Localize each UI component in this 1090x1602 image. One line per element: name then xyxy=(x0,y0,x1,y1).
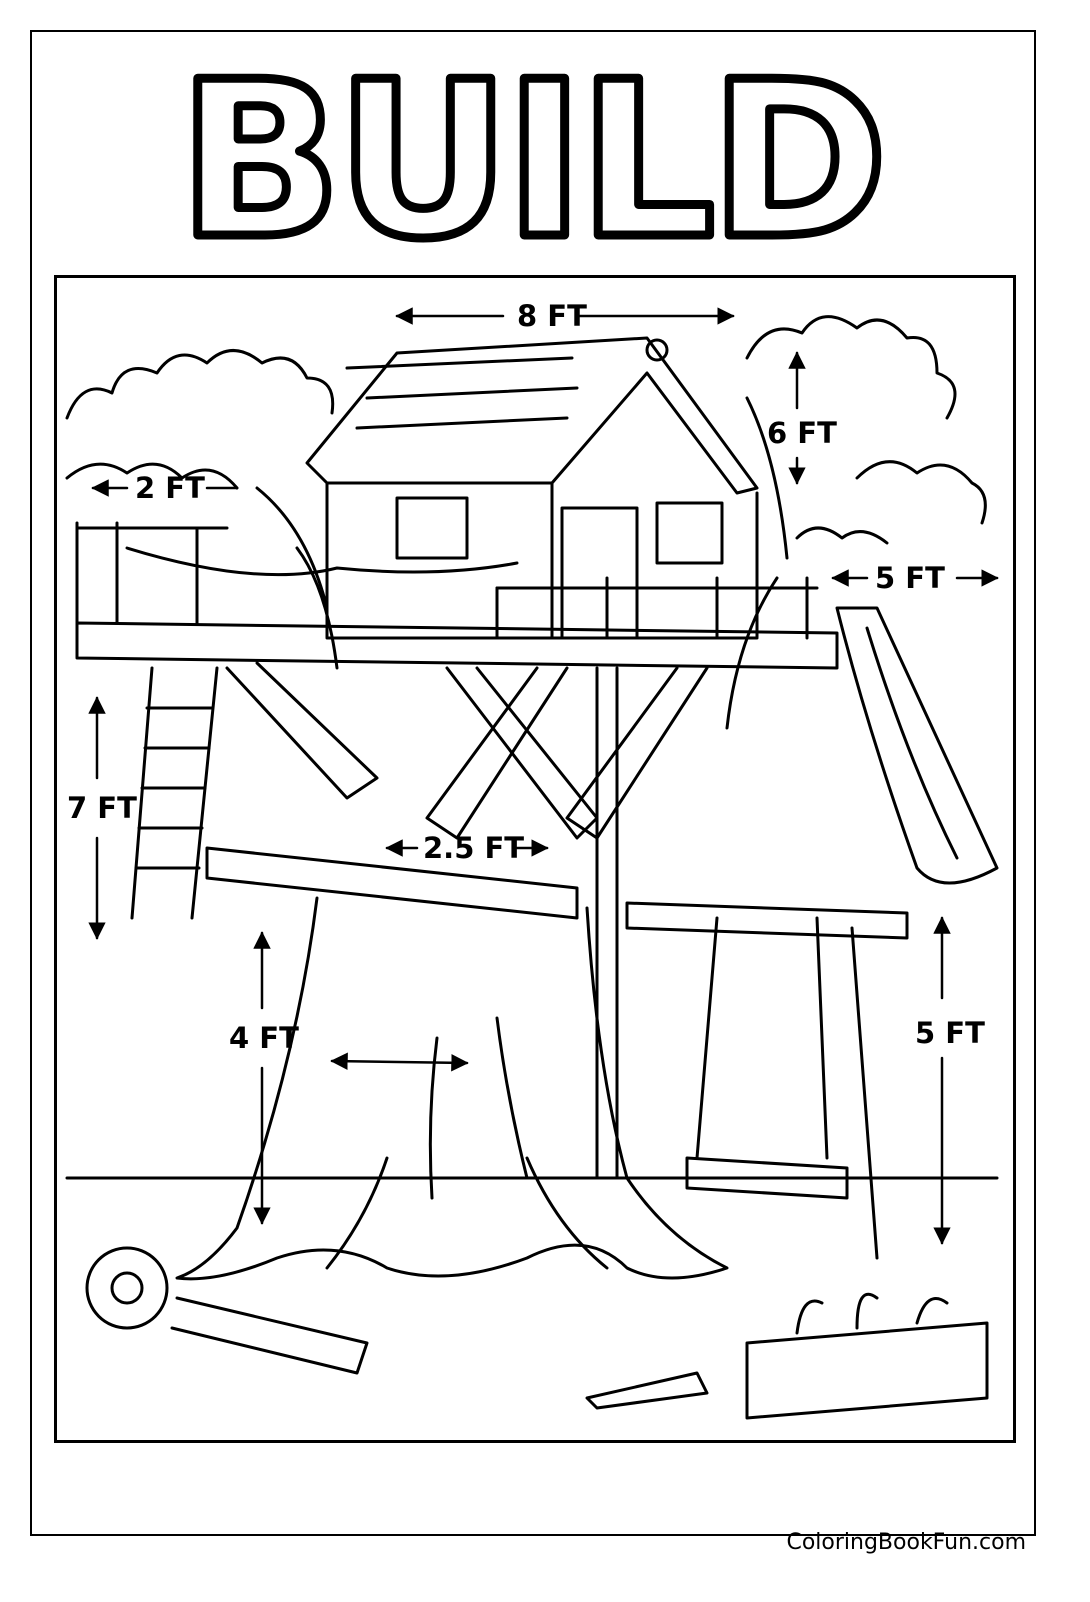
tree-trunk-icon xyxy=(175,396,789,1281)
lower-platform-icon xyxy=(205,846,579,920)
ladder-icon xyxy=(130,666,219,920)
pencil-icon xyxy=(585,1371,709,1410)
measure-platform-width: 2.5 FT xyxy=(423,831,524,865)
measure-bridge-width: 2 FT xyxy=(135,471,205,505)
measure-roof-width: 8 FT xyxy=(517,299,587,333)
measure-swing-height: 5 FT xyxy=(915,1016,985,1050)
measure-trunk-height: 4 FT xyxy=(229,1021,299,1055)
toolbox-icon xyxy=(745,1292,989,1420)
tree-canopy-left-icon xyxy=(65,349,335,490)
title-text: BUILD xyxy=(178,50,882,260)
support-beams-icon xyxy=(225,661,709,1180)
title-svg: BUILD xyxy=(174,50,893,260)
measure-roof-height: 6 FT xyxy=(767,416,837,450)
rope-bridge-icon xyxy=(125,546,519,577)
measure-ladder-height: 7 FT xyxy=(67,791,137,825)
measurement-lines xyxy=(88,307,999,1245)
tree-canopy-right-icon xyxy=(745,315,987,545)
treehouse-icon xyxy=(305,336,759,640)
measure-slide-width: 5 FT xyxy=(875,561,945,595)
slide-icon xyxy=(835,606,999,885)
footer-site: ColoringBookFun.com xyxy=(786,1530,1026,1555)
swing-icon xyxy=(625,901,909,1260)
page-title: BUILD xyxy=(150,50,910,260)
page-border xyxy=(30,30,1036,1536)
deck-icon xyxy=(75,521,839,670)
treehouse-scene: 8 FT 6 FT 2 FT 5 FT 7 FT 2.5 FT 4 FT 5 F… xyxy=(54,275,1016,1443)
tape-measure-icon xyxy=(85,1246,369,1375)
treehouse-illustration: 8 FT 6 FT 2 FT 5 FT 7 FT 2.5 FT 4 FT 5 F… xyxy=(65,299,999,1420)
